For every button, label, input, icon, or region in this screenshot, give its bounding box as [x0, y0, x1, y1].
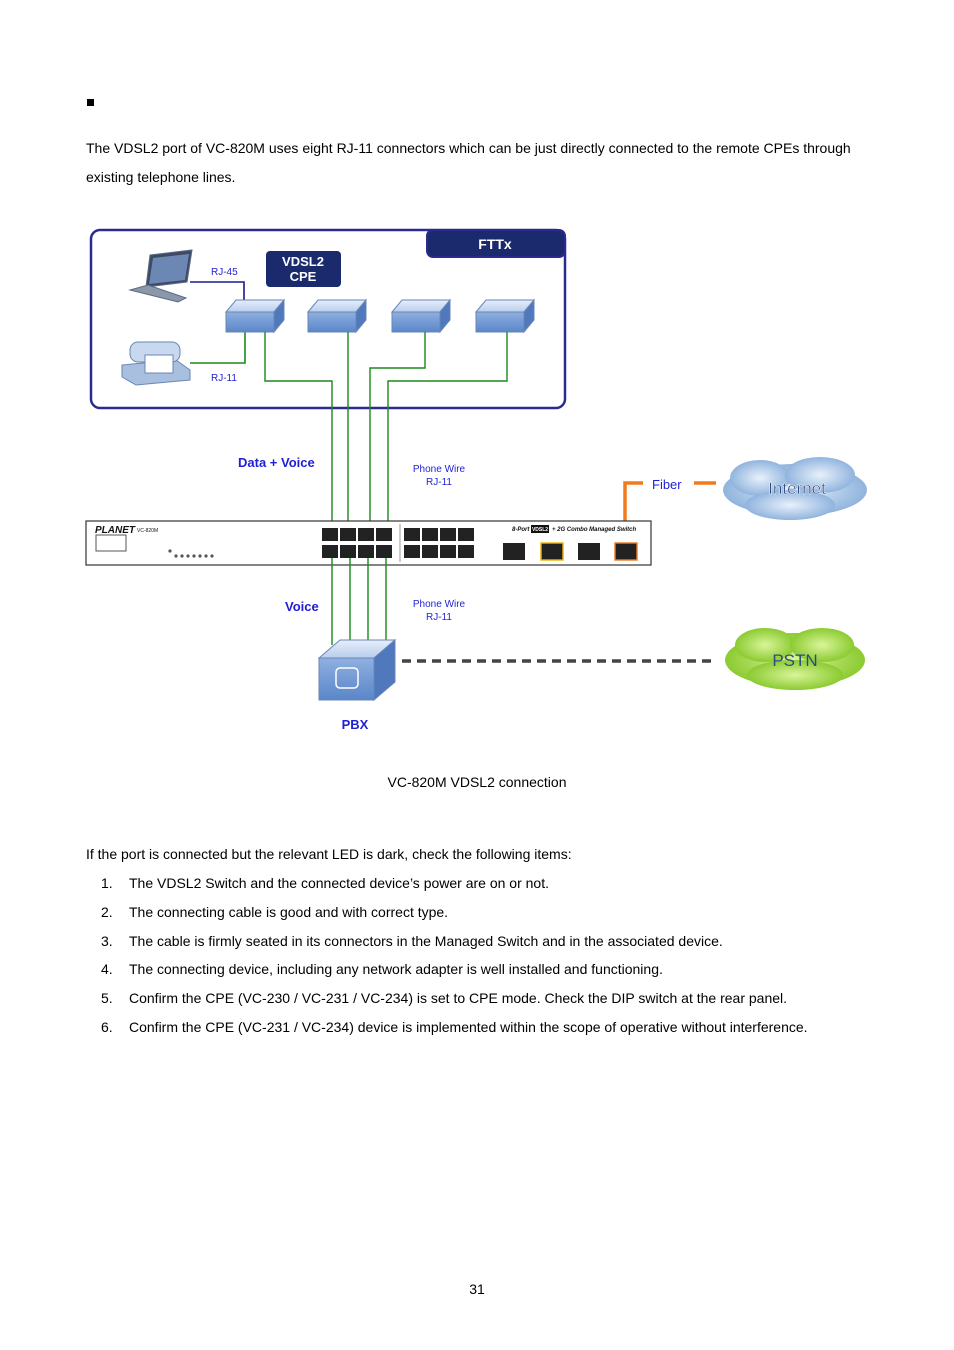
cpe-device: [474, 298, 536, 334]
list-item: 6. Confirm the CPE (VC-231 / VC-234) devi…: [86, 1013, 808, 1042]
fiber-label: Fiber: [652, 477, 682, 492]
cpe-label-line2: CPE: [290, 269, 317, 284]
list-item-text: Confirm the CPE (VC-231 / VC-234) device…: [129, 1018, 808, 1035]
checklist-intro: If the port is connected but the relevan…: [86, 846, 572, 862]
list-item-number: 3.: [101, 932, 113, 949]
pbx-label: PBX: [342, 717, 369, 732]
rj11-phone-cable: [190, 332, 246, 364]
list-item-number: 2.: [101, 903, 113, 920]
voice-label: Voice: [285, 599, 319, 614]
cpe-label-line1: VDSL2: [282, 254, 324, 269]
internet-label: Internet: [768, 479, 826, 498]
figure-caption: VC-820M VDSL2 connection: [387, 774, 567, 790]
fttx-header: [426, 229, 566, 258]
switch-brand: PLANET: [95, 525, 136, 536]
list-item: 3. The cable is firmly seated in its conn…: [86, 927, 808, 956]
list-item-text: The connecting device, including any net…: [129, 961, 663, 978]
vdsl2-phone-lines: [264, 332, 508, 532]
list-item-text: The cable is firmly seated in its connec…: [129, 932, 723, 949]
telephone-icon: [121, 341, 191, 386]
switch-title-suffix: + 2G Combo Managed Switch: [552, 527, 637, 533]
page-number: 31: [469, 1281, 485, 1297]
cpe-device: [390, 298, 452, 334]
cpe-device: [306, 298, 368, 334]
list-item: 1. The VDSL2 Switch and the connected dev…: [86, 869, 808, 898]
rj11-label: RJ-11: [211, 373, 237, 384]
phone-wire-top-line1: Phone Wire: [413, 464, 466, 475]
list-item: 2. The connecting cable is good and with …: [86, 898, 808, 927]
phone-wire-bottom-line1: Phone Wire: [413, 599, 466, 610]
rj45-label: RJ-45: [211, 267, 238, 278]
laptop-icon: [128, 249, 193, 303]
list-item-number: 4.: [101, 961, 113, 978]
switch-model: VC-820M: [137, 528, 158, 534]
switch-title-prefix: 8-Port: [512, 527, 530, 533]
cpe-badge: [266, 251, 341, 287]
data-voice-label: Data + Voice: [238, 455, 315, 470]
pbx-box: [317, 638, 397, 702]
phone-wire-top-line2: RJ-11: [426, 477, 452, 488]
list-item-number: 1.: [101, 875, 113, 891]
list-item: 4. The connecting device, including any n…: [86, 955, 808, 984]
section-bullet: [87, 99, 94, 106]
checklist: 1. The VDSL2 Switch and the connected dev…: [86, 869, 808, 1042]
intro-paragraph: The VDSL2 port of VC-820M uses eight RJ-…: [86, 140, 851, 185]
pstn-cloud: [725, 628, 865, 690]
list-item-number: 5.: [101, 990, 113, 1007]
list-item-text: The connecting cable is good and with co…: [129, 903, 449, 920]
phone-wire-bottom-line2: RJ-11: [426, 612, 452, 623]
internet-cloud: [723, 457, 867, 520]
switch-title-badge-bg: [531, 525, 549, 533]
switch-title-badge: VDSL2: [532, 527, 548, 533]
list-item: 5. Confirm the CPE (VC-230 / VC-231 / VC-…: [86, 984, 808, 1013]
list-item-text: The VDSL2 Switch and the connected devic…: [129, 875, 549, 891]
rj45-cable: [190, 281, 245, 300]
list-item-text: Confirm the CPE (VC-230 / VC-231 / VC-23…: [129, 990, 788, 1007]
cpe-device: [224, 298, 286, 334]
vdsl2-connection-diagram: FTTx VDSL2 CPE RJ-45 RJ-11: [85, 228, 867, 732]
voice-phone-lines: [331, 558, 387, 648]
list-item-number: 6.: [101, 1018, 113, 1035]
pstn-label: PSTN: [772, 651, 817, 670]
fttx-label: FTTx: [478, 236, 512, 252]
